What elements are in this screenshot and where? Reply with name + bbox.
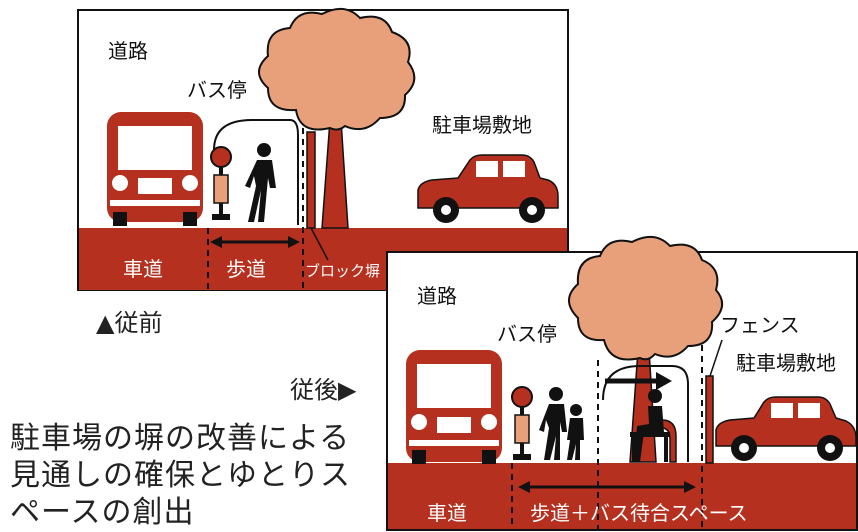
description-line-3: ペースの創出: [10, 495, 195, 530]
before-sidewalk-label: 歩道: [226, 257, 266, 281]
after-ground: [388, 463, 856, 529]
after-road-label: 道路: [417, 284, 457, 308]
after-car: [715, 396, 857, 461]
after-fence: [705, 375, 714, 464]
after-sidewalk-arrow: [518, 481, 696, 493]
before-bus-stop-sign: [210, 146, 232, 220]
description-line-1: 駐車場の塀の改善による: [10, 421, 351, 456]
after-fence-leader: [709, 339, 723, 377]
after-roadway-label: 車道: [427, 501, 467, 525]
after-visibility-arrow: [605, 372, 672, 390]
before-roadway-label: 車道: [123, 257, 163, 281]
before-caption: ▲従前: [96, 309, 163, 337]
after-bus-stop-sign: [511, 386, 533, 460]
after-parking-label: 駐車場敷地: [736, 351, 836, 375]
after-fence-label: フェンス: [720, 313, 800, 337]
before-sidewalk-arrow: [210, 236, 300, 248]
after-bus-stop-label: バス停: [497, 322, 557, 346]
after-people-icon: [539, 387, 584, 460]
description-text: 駐車場の塀の改善による 見通しの確保とゆとりス ペースの創出: [10, 420, 390, 531]
before-person-icon: [245, 143, 276, 222]
after-sidewalk-space-label: 歩道＋バス待合スペース: [530, 501, 748, 525]
before-car: [417, 154, 559, 223]
before-panel: 道路 バス停 駐車場敷地 車道 歩道 ブロック塀: [77, 7, 569, 291]
before-bus: [107, 112, 203, 226]
before-block-wall: [306, 131, 316, 229]
before-block-wall-leader: [310, 227, 329, 261]
after-bus: [406, 350, 502, 464]
after-seated-person-icon: [630, 389, 677, 463]
before-bus-stop-label: バス停: [187, 78, 247, 102]
description-line-2: 見通しの確保とゆとりス: [10, 458, 351, 493]
after-panel: 道路 バス停 フェンス 駐車場敷地 車道 歩道＋バス待合スペース: [386, 235, 858, 531]
before-shelter-arc: [213, 119, 299, 225]
before-tree: [258, 7, 416, 229]
before-parking-label: 駐車場敷地: [432, 113, 532, 137]
before-road-label: 道路: [108, 39, 148, 63]
before-block-wall-label: ブロック塀: [305, 262, 380, 280]
after-caption: 従後▶: [290, 376, 357, 404]
